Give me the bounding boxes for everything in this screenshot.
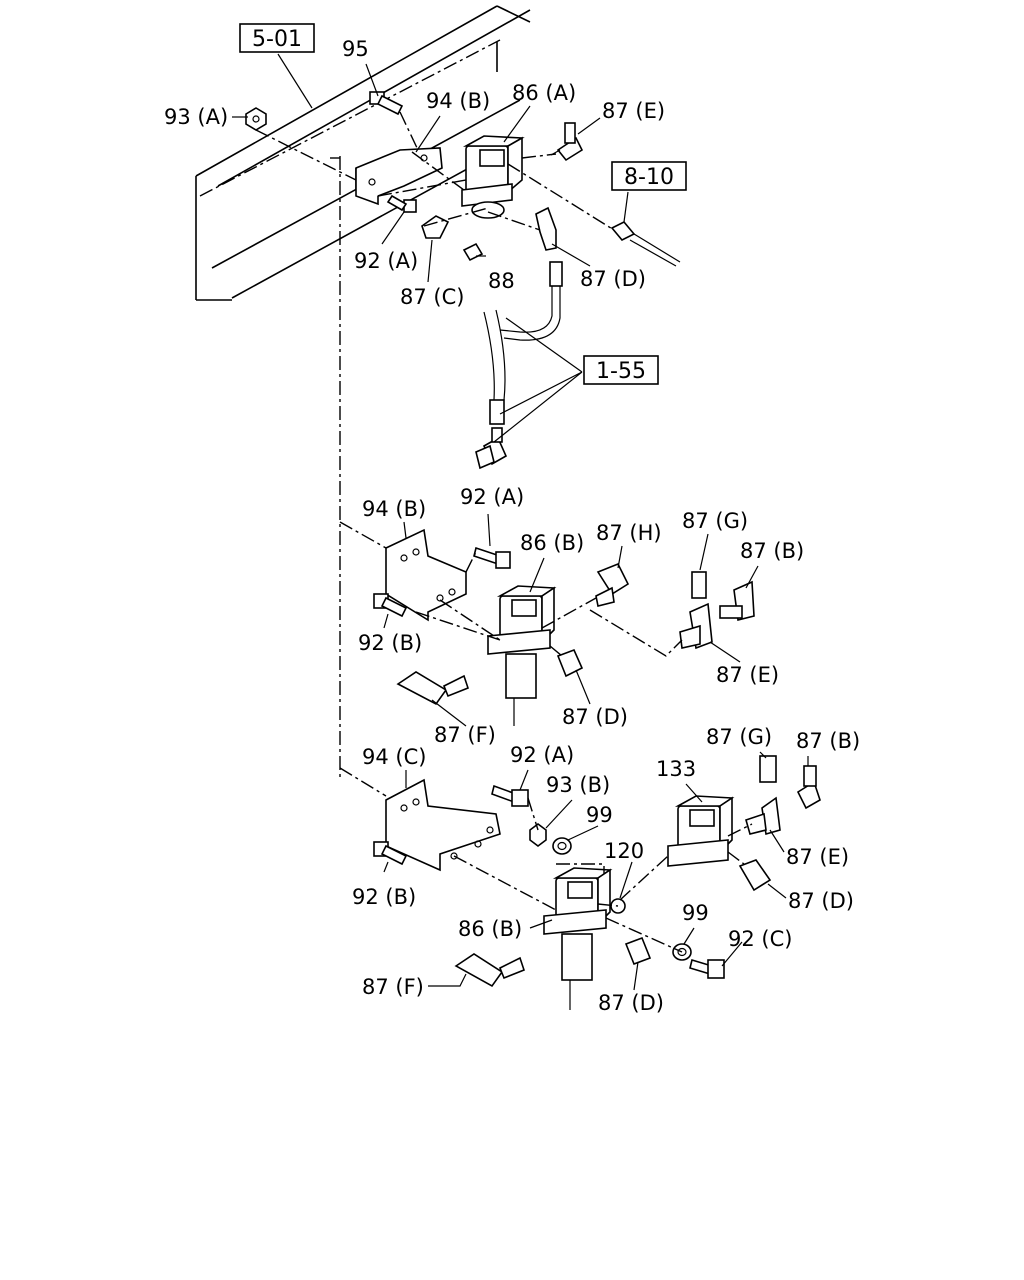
fitting-87b-bot [796,765,821,810]
fitting-87f-mid [396,671,469,706]
label-87h: 87 (H) [596,521,662,545]
bolt-92a-mid [473,546,511,569]
label-88: 88 [488,269,515,293]
bracket-94b-mid [385,528,467,622]
leader-lines [232,53,809,991]
connector-8-10 [610,221,681,267]
bracket-94c [385,778,501,872]
plug-88 [462,242,484,262]
fitting-87h [595,562,630,607]
bolt-92c [689,958,725,979]
label-87d-mid: 87 (D) [562,705,628,729]
valve-86b-bot [543,867,613,1010]
fitting-87f-bot [454,953,525,988]
fitting-87d-mid [556,648,584,678]
label-94b-top: 94 (B) [426,89,490,113]
label-86a: 86 (A) [512,81,576,105]
hose-1-55 [475,261,563,470]
ref-box-8-10: 8-10 [611,161,687,191]
label-86b-bot: 86 (B) [458,917,522,941]
label-92a-mid: 92 (A) [460,485,524,509]
ref-5-01-text: 5-01 [252,27,302,52]
bolt-95 [369,91,404,116]
center-lines [255,111,753,953]
ref-box-1-55: 1-55 [583,355,659,385]
label-92b-bot: 92 (B) [352,885,416,909]
label-99-a: 99 [586,803,613,827]
label-95: 95 [342,37,369,61]
label-86b-mid: 86 (B) [520,531,584,555]
fitting-87e-bot [745,796,781,836]
fitting-87d-top [535,206,557,251]
valve-86b-mid [487,585,557,726]
fitting-87e-mid [679,602,713,650]
label-87e-mid: 87 (E) [716,663,779,687]
label-92b-mid: 92 (B) [358,631,422,655]
fitting-87d-bot-r [738,859,772,892]
fitting-87g-mid [691,571,707,599]
label-99-b: 99 [682,901,709,925]
fitting-87d-bot [624,936,652,966]
label-87b-bot: 87 (B) [796,729,860,753]
fitting-87e-top [550,122,584,162]
label-92c: 92 (C) [728,927,792,951]
bolt-92b-bot [373,841,408,866]
nut-93b [529,823,547,847]
washer-99-a [552,837,572,855]
fitting-87c [421,215,450,239]
label-87b-mid: 87 (B) [740,539,804,563]
fitting-87g-bot [759,755,777,783]
fitting-87b-mid [719,580,755,621]
label-87d-bot-r: 87 (D) [788,889,854,913]
label-94b-mid: 94 (B) [362,497,426,521]
label-87f-mid: 87 (F) [434,723,496,747]
bolt-92a-bot [491,784,529,807]
label-87g-mid: 87 (G) [682,509,748,533]
label-92a-bot: 92 (A) [510,743,574,767]
part-labels: 95 93 (A) 94 (B) 86 (A) 87 (E) 92 (A) 87… [164,37,860,1015]
ref-1-55-text: 1-55 [596,359,646,384]
label-87g-bot: 87 (G) [706,725,772,749]
valve-86a [461,135,525,219]
label-87c: 87 (C) [400,285,464,309]
ref-box-5-01: 5-01 [239,23,315,53]
label-87d-bot: 87 (D) [598,991,664,1015]
label-92a-top: 92 (A) [354,249,418,273]
label-87e-top: 87 (E) [602,99,665,123]
bolt-92b-mid [373,593,408,618]
valve-133 [667,795,735,867]
ref-8-10-text: 8-10 [624,165,674,190]
nut-93a [245,107,267,131]
label-93b: 93 (B) [546,773,610,797]
label-87f-bot: 87 (F) [362,975,424,999]
label-133: 133 [656,757,696,781]
label-94c: 94 (C) [362,745,426,769]
bracket-94b-top [355,147,443,206]
label-120: 120 [604,839,644,863]
label-93a: 93 (A) [164,105,228,129]
label-87d-top: 87 (D) [580,267,646,291]
label-87e-bot: 87 (E) [786,845,849,869]
bolt-92a-top [386,194,417,213]
